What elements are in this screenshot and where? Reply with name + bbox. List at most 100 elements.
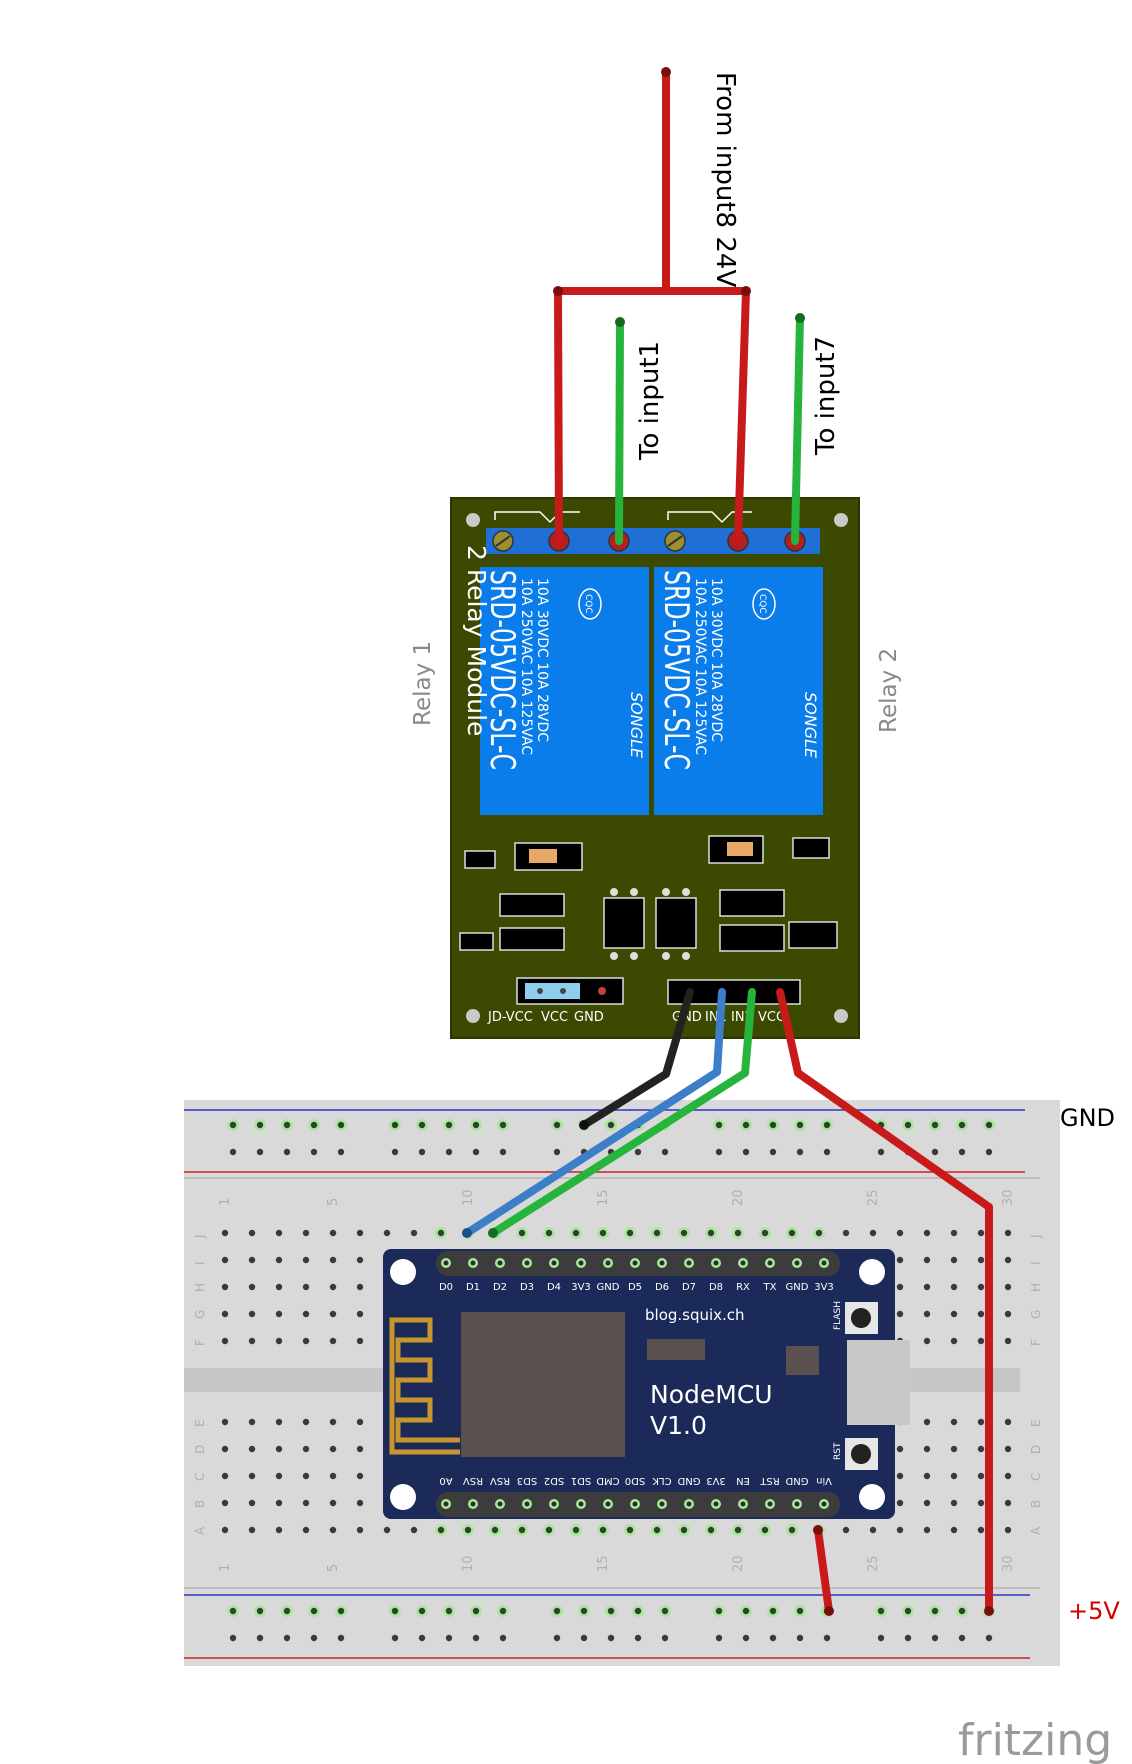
breadboard-hole	[499, 1148, 507, 1156]
top-pin-label: RX	[736, 1282, 750, 1293]
breadboard-hole	[580, 1607, 588, 1615]
breadboard-hole	[869, 1229, 877, 1237]
flash-button-cap[interactable]	[851, 1308, 871, 1328]
rst-button-cap[interactable]	[851, 1444, 871, 1464]
breadboard-hole	[877, 1634, 885, 1642]
breadboard-hole	[1004, 1256, 1012, 1264]
bottom-pin-label: CLK	[652, 1475, 672, 1486]
relay1-contact-symbol	[494, 511, 580, 524]
top-pin-label: D2	[493, 1282, 507, 1293]
breadboard-hole	[715, 1148, 723, 1156]
column-number: 20	[731, 1189, 746, 1206]
breadboard-hole	[275, 1472, 283, 1480]
breadboard-hole	[356, 1499, 364, 1507]
nodemcu-pin-labels: D0A0D1RSVD2RSVD3SD3D4SD23V3SD1GNDCMDD5SD…	[439, 1282, 834, 1486]
breadboard-hole	[769, 1607, 777, 1615]
breadboard-hole	[715, 1634, 723, 1642]
top-pin-label: D3	[520, 1282, 534, 1293]
breadboard-hole	[283, 1121, 291, 1129]
breadboard-hole	[572, 1526, 580, 1534]
breadboard-hole	[977, 1472, 985, 1480]
breadboard-hole	[472, 1121, 480, 1129]
top-pin-label: D0	[439, 1282, 453, 1293]
breadboard-hole	[391, 1148, 399, 1156]
jumper-cap	[525, 983, 580, 999]
breadboard-hole	[607, 1634, 615, 1642]
column-number: 20	[731, 1555, 746, 1572]
relay2-model: SRD-05VDC-SL-C	[656, 570, 696, 770]
breadboard-hole	[796, 1634, 804, 1642]
breadboard-hole	[661, 1148, 669, 1156]
breadboard-hole	[275, 1283, 283, 1291]
breadboard-hole	[958, 1121, 966, 1129]
breadboard-hole	[977, 1256, 985, 1264]
bottom-pin-label: RSV	[463, 1475, 483, 1486]
top-pin-label: D6	[655, 1282, 669, 1293]
breadboard-hole	[769, 1148, 777, 1156]
wire-vin	[814, 1526, 833, 1615]
breadboard-hole	[607, 1121, 615, 1129]
breadboard-hole	[985, 1634, 993, 1642]
bottom-pin-label: EN	[736, 1475, 750, 1486]
breadboard-hole	[923, 1499, 931, 1507]
breadboard-hole	[229, 1634, 237, 1642]
breadboard-hole	[1004, 1499, 1012, 1507]
breadboard-hole	[248, 1445, 256, 1453]
breadboard-hole	[1004, 1445, 1012, 1453]
breadboard-hole	[896, 1283, 904, 1291]
breadboard-hole	[896, 1526, 904, 1534]
breadboard-hole	[329, 1256, 337, 1264]
wire-to-input1	[615, 318, 624, 545]
breadboard-hole	[1004, 1283, 1012, 1291]
breadboard-hole	[653, 1229, 661, 1237]
breadboard-hole	[356, 1283, 364, 1291]
breadboard-hole	[472, 1607, 480, 1615]
nodemcu-pins	[441, 1258, 829, 1509]
breadboard-hole	[977, 1283, 985, 1291]
breadboard-hole	[607, 1607, 615, 1615]
breadboard-hole	[950, 1445, 958, 1453]
breadboard-hole	[418, 1148, 426, 1156]
header-label-vcc: VCC	[758, 1010, 785, 1025]
relay2-cert-logo	[752, 588, 776, 620]
breadboard-hole	[221, 1445, 229, 1453]
bottom-pin-label: GND	[785, 1475, 808, 1486]
breadboard-hole	[788, 1229, 796, 1237]
bottom-pin-label: SD2	[544, 1475, 564, 1486]
breadboard-hole	[977, 1229, 985, 1237]
breadboard-hole	[950, 1256, 958, 1264]
row-letter: A	[1029, 1526, 1043, 1535]
breadboard-hole	[553, 1634, 561, 1642]
breadboard-hole	[356, 1310, 364, 1318]
breadboard-hole	[823, 1634, 831, 1642]
top-pin-label: 3V3	[814, 1282, 834, 1293]
relay1-model: SRD-05VDC-SL-C	[482, 570, 522, 770]
breadboard-hole	[356, 1445, 364, 1453]
breadboard-hole	[302, 1526, 310, 1534]
row-letter: J	[1029, 1234, 1043, 1239]
breadboard-hole	[796, 1148, 804, 1156]
wire-endpoints	[462, 67, 994, 1616]
breadboard-hole	[383, 1526, 391, 1534]
breadboard-hole	[931, 1148, 939, 1156]
breadboard-hole	[742, 1634, 750, 1642]
bottom-pin-label: RSV	[490, 1475, 510, 1486]
breadboard-hole	[985, 1148, 993, 1156]
breadboard-hole	[491, 1526, 499, 1534]
breadboard-hole	[923, 1310, 931, 1318]
row-letter: A	[193, 1526, 207, 1535]
mount-hole	[834, 513, 848, 527]
breadboard-hole	[896, 1229, 904, 1237]
breadboard-hole	[626, 1229, 634, 1237]
column-number: 30	[1001, 1189, 1016, 1206]
breadboard-hole	[329, 1310, 337, 1318]
jumper-label-jdvcc: JD-VCC	[487, 1010, 533, 1025]
label-to-input7: To input7	[811, 336, 841, 456]
breadboard-hole	[707, 1229, 715, 1237]
breadboard-hole	[221, 1283, 229, 1291]
breadboard-hole	[950, 1229, 958, 1237]
optocoupler	[603, 897, 645, 949]
breadboard-hole	[256, 1607, 264, 1615]
breadboard-hole	[302, 1445, 310, 1453]
usb-port	[847, 1340, 910, 1425]
